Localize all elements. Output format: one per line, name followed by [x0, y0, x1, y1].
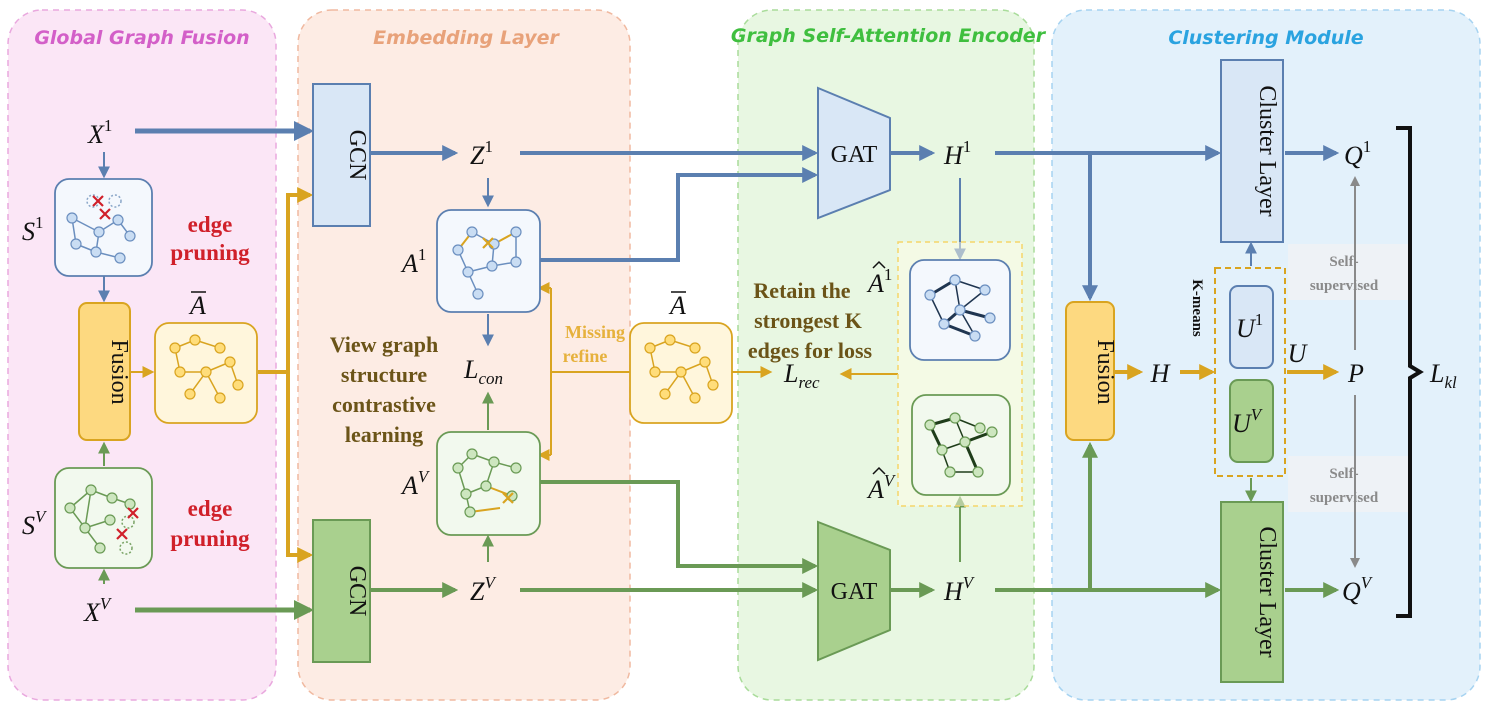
- cluster-layer-top: [1220, 59, 1284, 243]
- retain-line-3: edges for loss: [748, 338, 873, 363]
- cluster-layer-bottom: [1220, 501, 1284, 683]
- math-xv: XV: [83, 594, 113, 627]
- math-u: U: [1288, 339, 1309, 368]
- math-abar-middle: A: [668, 291, 686, 320]
- arrow-av-to-gat: [540, 480, 819, 574]
- gcn-label-bottom: GCN: [344, 566, 370, 617]
- math-lkl: Lkl: [1429, 359, 1457, 392]
- self-supervised-band-top: [1288, 244, 1408, 300]
- math-sv: SV: [22, 507, 48, 540]
- cluster-label-bottom: Cluster Layer: [1254, 526, 1280, 657]
- self-supervised-band-bottom: [1288, 456, 1408, 512]
- math-qv: QV: [1342, 573, 1374, 606]
- fusion-box-right: [1065, 301, 1115, 441]
- math-x1: X1: [87, 116, 112, 149]
- graph-card-av: [436, 431, 541, 536]
- math-h: H: [1150, 359, 1171, 388]
- gat-box-bottom: [817, 520, 891, 662]
- arrow-abar-to-gcn-top: [286, 187, 314, 372]
- title-encoder: Graph Self-Attention Encoder: [731, 25, 1047, 47]
- graph-card-abar-left: [154, 322, 258, 424]
- title-embedding: Embedding Layer: [373, 27, 560, 49]
- math-z1: Z1: [470, 137, 493, 170]
- math-a1: A1: [400, 245, 426, 278]
- math-hv: HV: [943, 573, 976, 606]
- title-global-fusion: Global Graph Fusion: [34, 27, 249, 49]
- math-lrec: Lrec: [783, 359, 820, 392]
- missing-refine-line-2: refine: [563, 346, 608, 366]
- math-lcon: Lcon: [463, 355, 503, 388]
- graph-card-s1: [54, 178, 153, 277]
- math-abar-left: A: [188, 291, 206, 320]
- title-clustering: Clustering Module: [1168, 27, 1363, 49]
- fusion-label-left: Fusion: [106, 339, 132, 404]
- u1-box: [1229, 285, 1274, 369]
- self-supervised-top-1: Self-: [1329, 254, 1358, 270]
- graph-card-ahat1: [909, 259, 1011, 361]
- cluster-label-top: Cluster Layer: [1254, 85, 1280, 216]
- gat-box-top: [817, 86, 891, 220]
- edge-pruning-bottom-1: edge: [188, 496, 233, 521]
- gcn-box-top: [312, 83, 371, 227]
- math-uv: UV: [1232, 405, 1264, 438]
- gat-label-top: GAT: [831, 142, 878, 168]
- math-ahatv-hat: [872, 466, 886, 475]
- math-ahatv: AV: [866, 471, 897, 504]
- math-h1: H1: [943, 137, 971, 170]
- view-graph-line-4: learning: [345, 422, 423, 447]
- retain-line-1: Retain the: [753, 278, 850, 303]
- arrow-abar-to-gcn-bottom: [286, 372, 314, 563]
- graph-card-ahatv: [911, 394, 1011, 496]
- gcn-label-top: GCN: [344, 130, 370, 181]
- math-zv: ZV: [470, 573, 497, 606]
- graph-card-sv: [54, 467, 153, 569]
- view-graph-line-1: View graph: [330, 332, 439, 357]
- lkl-bracket: [1396, 126, 1424, 618]
- arrow-a1-to-gat: [540, 167, 819, 262]
- view-graph-line-3: contrastive: [332, 392, 436, 417]
- edge-pruning-top-1: edge: [188, 212, 233, 237]
- kmeans-box: [1214, 267, 1286, 477]
- math-ahat1: A1: [866, 265, 892, 298]
- graph-card-abar-middle: [629, 322, 733, 424]
- math-av: AV: [400, 467, 431, 500]
- self-supervised-bottom-2: supervised: [1310, 490, 1379, 506]
- self-supervised-bottom-1: Self-: [1329, 466, 1358, 482]
- arrow-missing-refine: [550, 288, 630, 455]
- kmeans-label: K-means: [1189, 279, 1205, 337]
- math-s1: S1: [22, 213, 44, 246]
- gat-label-bottom: GAT: [831, 579, 878, 605]
- math-ahat1-hat: [872, 260, 886, 269]
- edge-pruning-top-2: pruning: [170, 240, 250, 265]
- retain-line-2: strongest K: [754, 308, 862, 333]
- gcn-box-bottom: [312, 519, 371, 663]
- fusion-box-left: [78, 302, 131, 441]
- math-p: P: [1347, 359, 1364, 388]
- math-u1: U1: [1236, 310, 1263, 343]
- fusion-label-right: Fusion: [1092, 339, 1118, 404]
- uv-box: [1229, 379, 1274, 463]
- self-supervised-top-2: supervised: [1310, 278, 1379, 294]
- missing-refine-line-1: Missing: [565, 322, 625, 342]
- math-q1: Q1: [1344, 137, 1371, 170]
- view-graph-line-2: structure: [341, 362, 428, 387]
- graph-card-a1: [436, 209, 541, 313]
- edge-pruning-bottom-2: pruning: [170, 526, 250, 551]
